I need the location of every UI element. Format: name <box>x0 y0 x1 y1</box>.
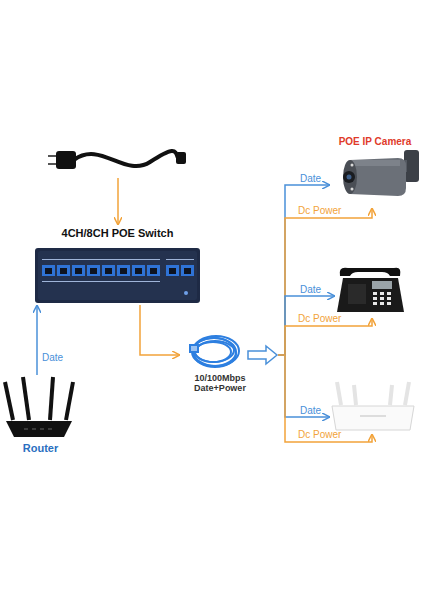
edge-label: Date <box>300 173 321 184</box>
connector <box>278 208 372 355</box>
desk-phone <box>337 268 404 312</box>
connector <box>140 305 180 355</box>
power-cord <box>48 151 186 169</box>
flow-arrow <box>248 346 277 364</box>
wifi-access-point <box>332 382 414 430</box>
connector <box>278 355 330 417</box>
edge-label: Date <box>42 352 63 363</box>
device-title: 4CH/8CH POE Switch <box>35 227 200 240</box>
device-title: POE IP Camera <box>330 136 420 148</box>
ip-camera <box>343 150 419 196</box>
power-cord-node <box>55 148 187 178</box>
edge-label: Dc Power <box>298 429 341 440</box>
device-label: Router <box>3 442 78 455</box>
cable-label: 10/100Mbps Date+Power <box>182 373 258 394</box>
connector <box>278 355 372 442</box>
cable-node: 10/100Mbps Date+Power <box>180 330 278 400</box>
edge-label: Date <box>300 405 321 416</box>
router-node: Router <box>3 375 78 455</box>
camera-node: POE IP Camera <box>330 136 420 208</box>
edge-label: Dc Power <box>298 313 341 324</box>
switch-node: 4CH/8CH POE Switch <box>35 225 200 305</box>
ethernet-cable <box>190 336 239 367</box>
phone-node <box>335 266 407 318</box>
connector <box>278 296 335 355</box>
poe-switch <box>35 248 200 303</box>
edge-label: Date <box>300 284 321 295</box>
router <box>5 377 73 437</box>
edge-label: Dc Power <box>298 205 341 216</box>
connector <box>117 178 119 225</box>
connector <box>36 305 38 375</box>
ap-node <box>330 378 416 434</box>
